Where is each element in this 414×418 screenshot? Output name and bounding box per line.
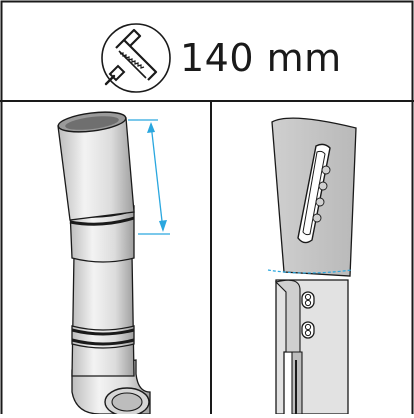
cut-length-label: 140 mm	[180, 36, 342, 80]
hacksaw-icon	[101, 23, 171, 93]
pipe-cut-measure-illustration	[57, 111, 151, 417]
slotted-bracket-illustration	[267, 117, 357, 415]
dimension-arrow-icon	[128, 119, 170, 235]
